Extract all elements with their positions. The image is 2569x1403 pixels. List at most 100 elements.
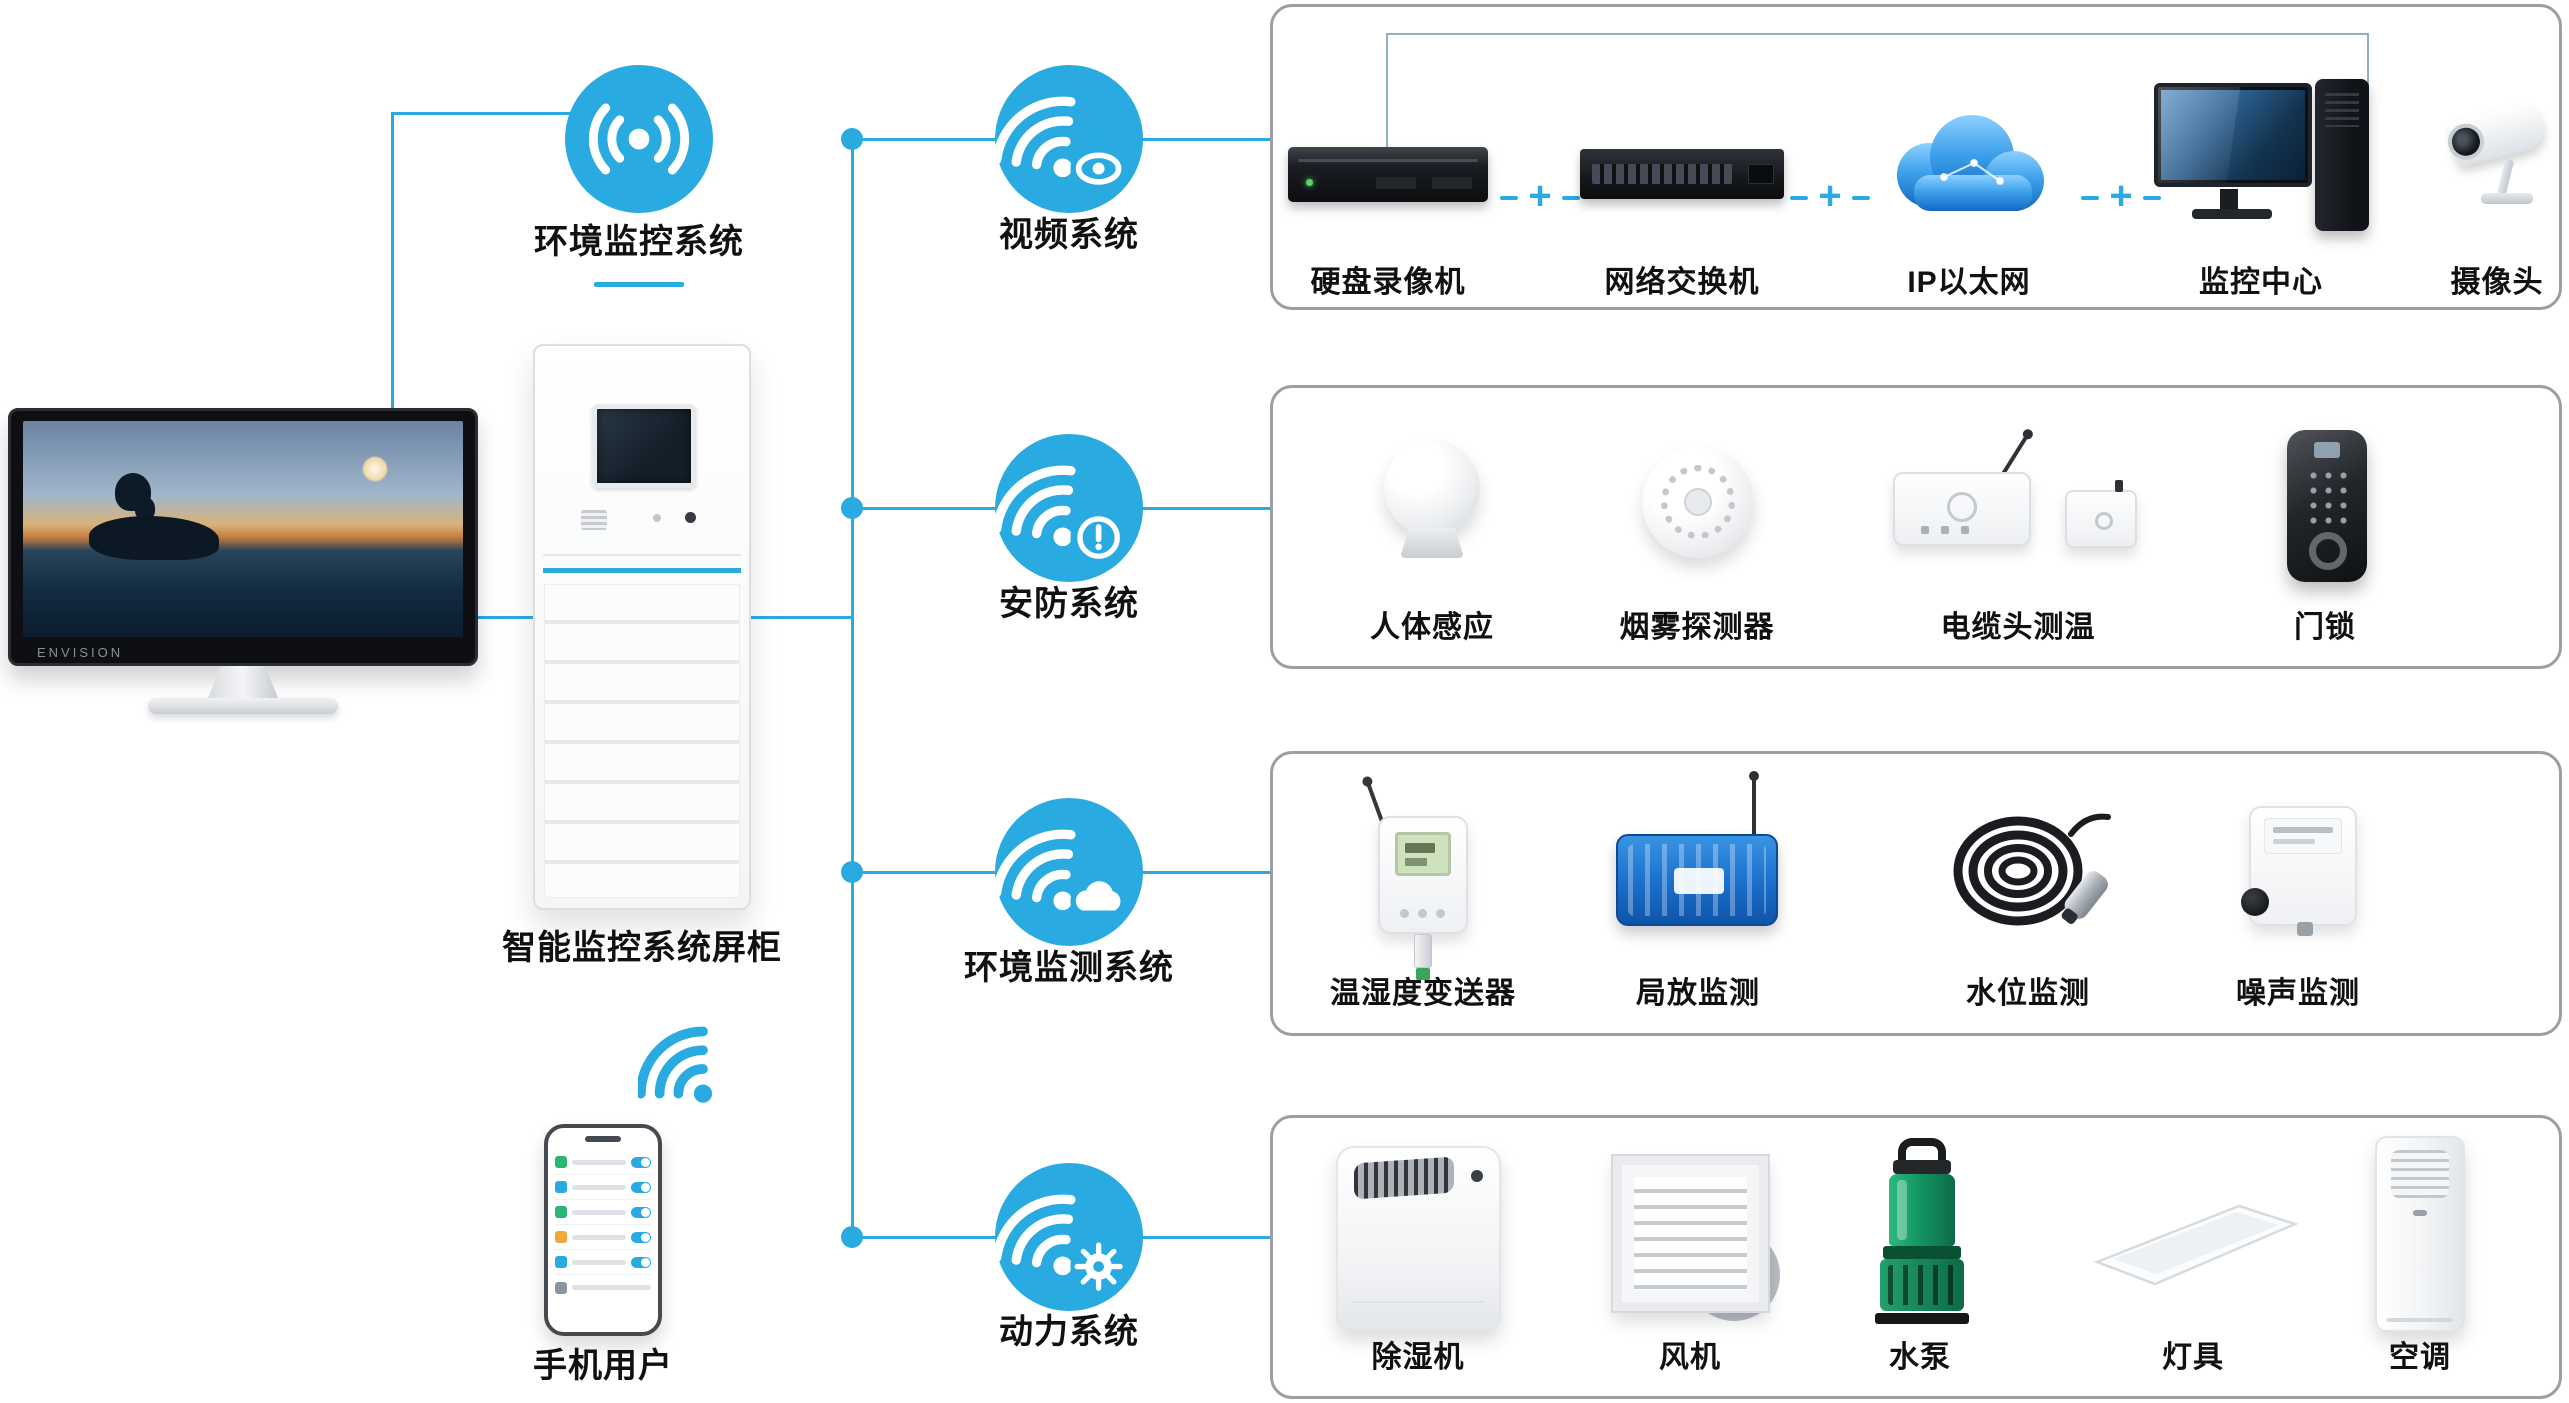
power-system-icon: [995, 1163, 1143, 1311]
item-label: IP以太网: [1907, 266, 2031, 299]
monitoring-cabinet: [533, 344, 751, 910]
cable-temperature-sensor-image: [1893, 434, 2143, 563]
panel-security-system: 人体感应 烟雾探测器 电缆头测温 门锁: [1270, 385, 2562, 669]
dvr-image: [1288, 147, 1488, 202]
item-label: 门锁: [2294, 611, 2356, 644]
cabinet-screen: [592, 404, 696, 488]
branch-line-power-left: [851, 1236, 997, 1239]
env-system-label: 环境监控系统: [534, 223, 744, 261]
phone-app-row: [555, 1175, 651, 1200]
item-label: 除湿机: [1371, 1341, 1465, 1374]
item-label: 烟雾探测器: [1619, 611, 1775, 644]
cabinet-speaker-grille: [581, 510, 607, 530]
security-system-icon: [995, 434, 1143, 582]
monitor-bezel: ENVISION: [8, 408, 478, 666]
smart-lock-image: [2285, 430, 2370, 590]
plus-connector: +: [1498, 175, 1582, 221]
motion-sensor-image: [1377, 440, 1487, 580]
partial-discharge-monitor-image: [1611, 771, 1786, 934]
junction-dot-video: [841, 128, 863, 150]
monitor-brand: ENVISION: [37, 645, 124, 660]
item-label: 灯具: [2162, 1341, 2224, 1374]
item-label: 水泵: [1889, 1341, 1951, 1374]
fan-image: [1611, 1154, 1780, 1321]
monitor-wallpaper: [23, 421, 463, 637]
panel1-route-line: [1386, 33, 2369, 35]
cabinet-camera-dot: [685, 512, 696, 523]
temp-humidity-transmitter-image: [1356, 782, 1491, 980]
phone-user-label: 手机用户: [533, 1347, 673, 1385]
broadcast-icon: [565, 65, 713, 213]
branch-label-security: 安防系统: [999, 585, 1139, 623]
panel-power-system: 除湿机 风机 水泵 灯具 空调: [1270, 1115, 2562, 1399]
mobile-phone: [544, 1124, 662, 1336]
monitor-stand-base: [148, 698, 338, 714]
panel-environment-monitoring: 温湿度变送器 局放监测 水位监测 噪声监测: [1270, 751, 2562, 1036]
client-monitor: ENVISION: [8, 408, 478, 714]
connector-monitor-to-env-icon: [391, 112, 596, 115]
phone-app-row: [555, 1275, 651, 1300]
junction-dot-power: [841, 1226, 863, 1248]
cloud-image: [1897, 115, 2044, 211]
item-label: 温湿度变送器: [1330, 977, 1516, 1010]
branch-line-video-right: [1141, 138, 1272, 141]
cabinet-drawers: [544, 584, 740, 898]
item-label: 监控中心: [2199, 266, 2323, 299]
trunk-line: [851, 139, 854, 1239]
sun-icon: [362, 455, 389, 482]
cabinet-label: 智能监控系统屏柜: [502, 929, 782, 967]
item-label: 网络交换机: [1604, 266, 1760, 299]
phone-app-row: [555, 1150, 651, 1175]
branch-line-video-left: [851, 138, 997, 141]
dehumidifier-image: [1336, 1146, 1501, 1331]
connector-monitor-up: [391, 112, 394, 420]
plus-connector: +: [2079, 175, 2163, 221]
item-label: 摄像头: [2450, 266, 2544, 299]
item-label: 水位监测: [1966, 977, 2090, 1010]
panel1-route-line: [2367, 33, 2369, 91]
cabinet-door-seam: [543, 554, 741, 556]
cabinet-indicator: [653, 514, 661, 522]
branch-label-environment: 环境监测系统: [964, 949, 1174, 987]
item-label: 人体感应: [1370, 611, 1494, 644]
monitor-stand-neck: [208, 666, 278, 698]
phone-app-row: [555, 1225, 651, 1250]
tree-silhouette: [115, 472, 152, 511]
panel-video-system: + + + 硬盘录像机: [1270, 4, 2562, 310]
item-label: 局放监测: [1636, 977, 1760, 1010]
island-silhouette: [89, 516, 219, 561]
branch-line-environment-right: [1141, 871, 1272, 874]
item-label: 空调: [2389, 1341, 2451, 1374]
connector-cabinet-to-trunk: [748, 616, 854, 619]
water-pump-image: [1860, 1138, 1985, 1336]
branch-line-security-right: [1141, 507, 1272, 510]
junction-dot-security: [841, 497, 863, 519]
light-panel-image: [2093, 1204, 2299, 1286]
phone-notch: [585, 1136, 621, 1142]
phone-app-row: [555, 1200, 651, 1225]
panel1-route-line: [1386, 33, 1388, 149]
branch-line-security-left: [851, 507, 997, 510]
water-level-sensor-image: [1953, 813, 2111, 926]
env-label-underline: [594, 282, 684, 287]
plus-connector: +: [1788, 175, 1872, 221]
environment-monitoring-icon: [995, 798, 1143, 946]
wifi-waves-icon: [638, 1026, 713, 1103]
smoke-detector-image: [1642, 446, 1754, 558]
branch-line-power-right: [1141, 1236, 1272, 1239]
connector-monitor-to-cabinet: [430, 616, 540, 619]
junction-dot-environment: [841, 861, 863, 883]
item-label: 风机: [1659, 1341, 1721, 1374]
monitoring-center-image: [2154, 77, 2369, 249]
network-switch-image: [1580, 149, 1784, 199]
branch-label-power: 动力系统: [999, 1313, 1139, 1351]
video-system-icon: [995, 65, 1143, 213]
camera-image: [2435, 95, 2560, 230]
noise-sensor-image: [2233, 796, 2373, 948]
item-label: 噪声监测: [2236, 977, 2360, 1010]
phone-app-row: [555, 1250, 651, 1275]
branch-line-environment-left: [851, 871, 997, 874]
branch-label-video: 视频系统: [999, 216, 1139, 254]
cabinet-accent-stripe: [543, 568, 741, 573]
